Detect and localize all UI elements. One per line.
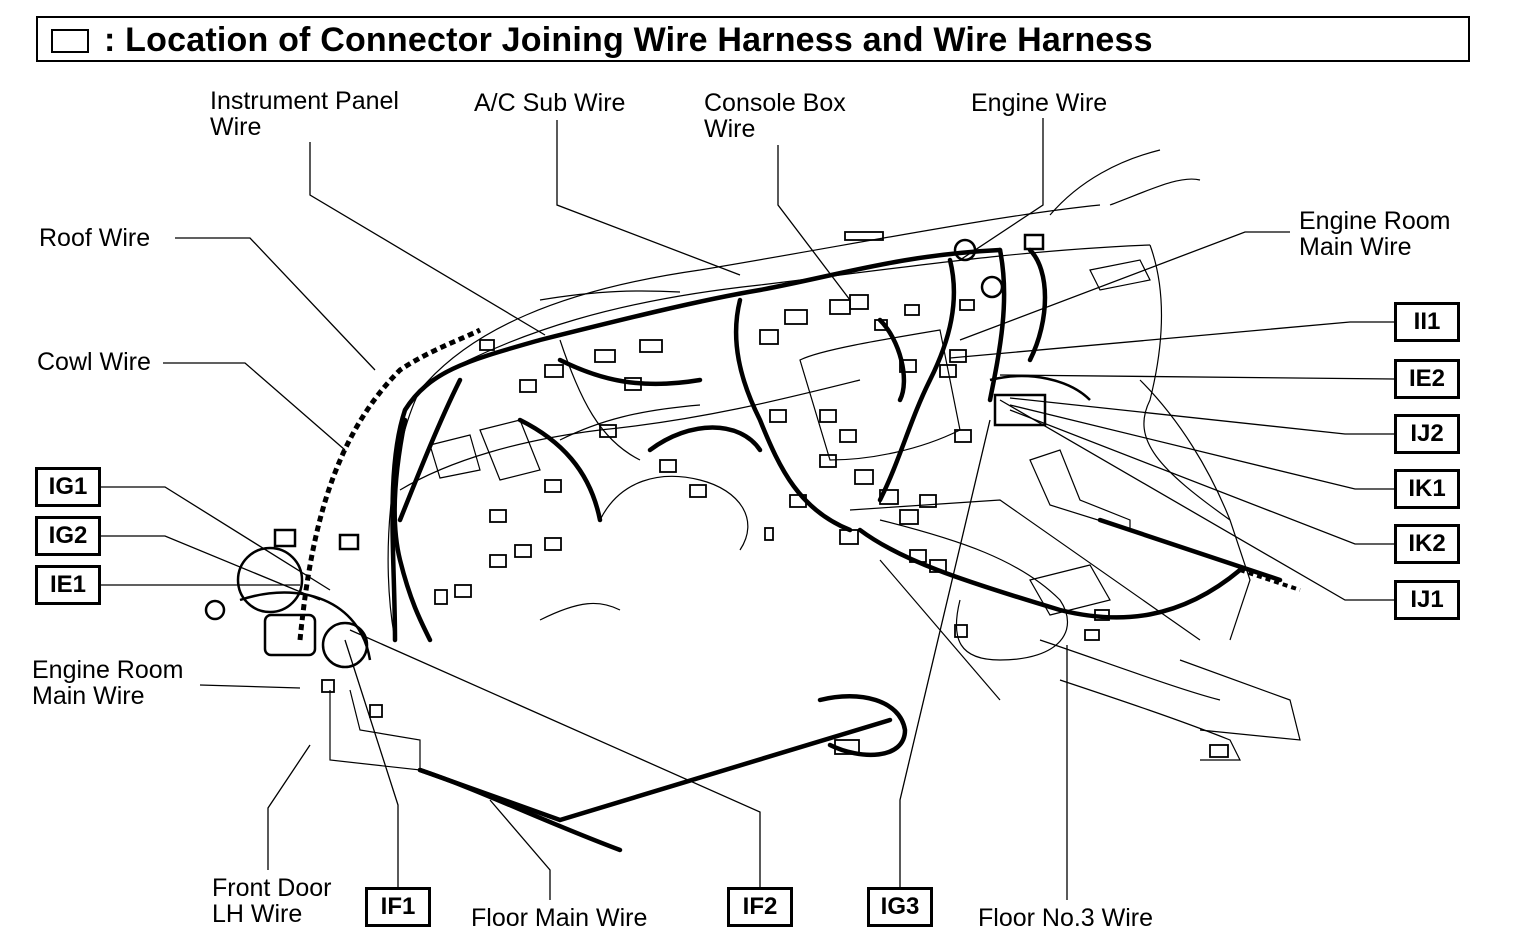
engine-room-main-wire-right-label: Engine Room Main Wire <box>1299 207 1451 261</box>
dashboard-outline <box>329 149 1301 771</box>
roof-wire-label: Roof Wire <box>39 224 151 252</box>
console-box-wire-label: Console Box Wire <box>704 89 846 143</box>
connector-code-ii1: II1 <box>1394 302 1460 342</box>
small-connectors <box>321 231 1229 758</box>
floor-no3-wire-label: Floor No.3 Wire <box>978 904 1154 932</box>
connector-code-ig2: IG2 <box>35 516 101 556</box>
cowl-wire-label: Cowl Wire <box>37 348 151 376</box>
title-bar: : Location of Connector Joining Wire Har… <box>36 16 1470 62</box>
engine-wire-label: Engine Wire <box>971 89 1108 117</box>
floor-main-wire-label: Floor Main Wire <box>471 904 648 932</box>
instrument-panel-wire-label: Instrument Panel Wire <box>210 87 399 141</box>
leader-lines <box>101 118 1395 900</box>
harness-runs <box>390 247 1283 853</box>
connector-code-ig1: IG1 <box>35 467 101 507</box>
ac-sub-wire-label: A/C Sub Wire <box>474 89 626 117</box>
connector-code-ik2: IK2 <box>1394 524 1460 564</box>
connector-code-ie1: IE1 <box>35 565 101 605</box>
connector-code-if2: IF2 <box>727 887 793 927</box>
front-door-lh-wire-label: Front Door LH Wire <box>212 874 332 928</box>
connector-code-ig3: IG3 <box>867 887 933 927</box>
right-junction-cluster <box>953 233 1091 427</box>
engine-room-main-wire-left-label: Engine Room Main Wire <box>32 656 184 710</box>
diagram-title: : Location of Connector Joining Wire Har… <box>104 21 1153 59</box>
connector-code-ij1: IJ1 <box>1394 580 1460 620</box>
connector-code-ie2: IE2 <box>1394 359 1460 399</box>
connector-box-symbol-icon <box>51 29 89 53</box>
connector-code-ik1: IK1 <box>1394 469 1460 509</box>
connector-code-ij2: IJ2 <box>1394 414 1460 454</box>
connector-code-if1: IF1 <box>365 887 431 927</box>
left-junction-cluster <box>204 528 372 669</box>
